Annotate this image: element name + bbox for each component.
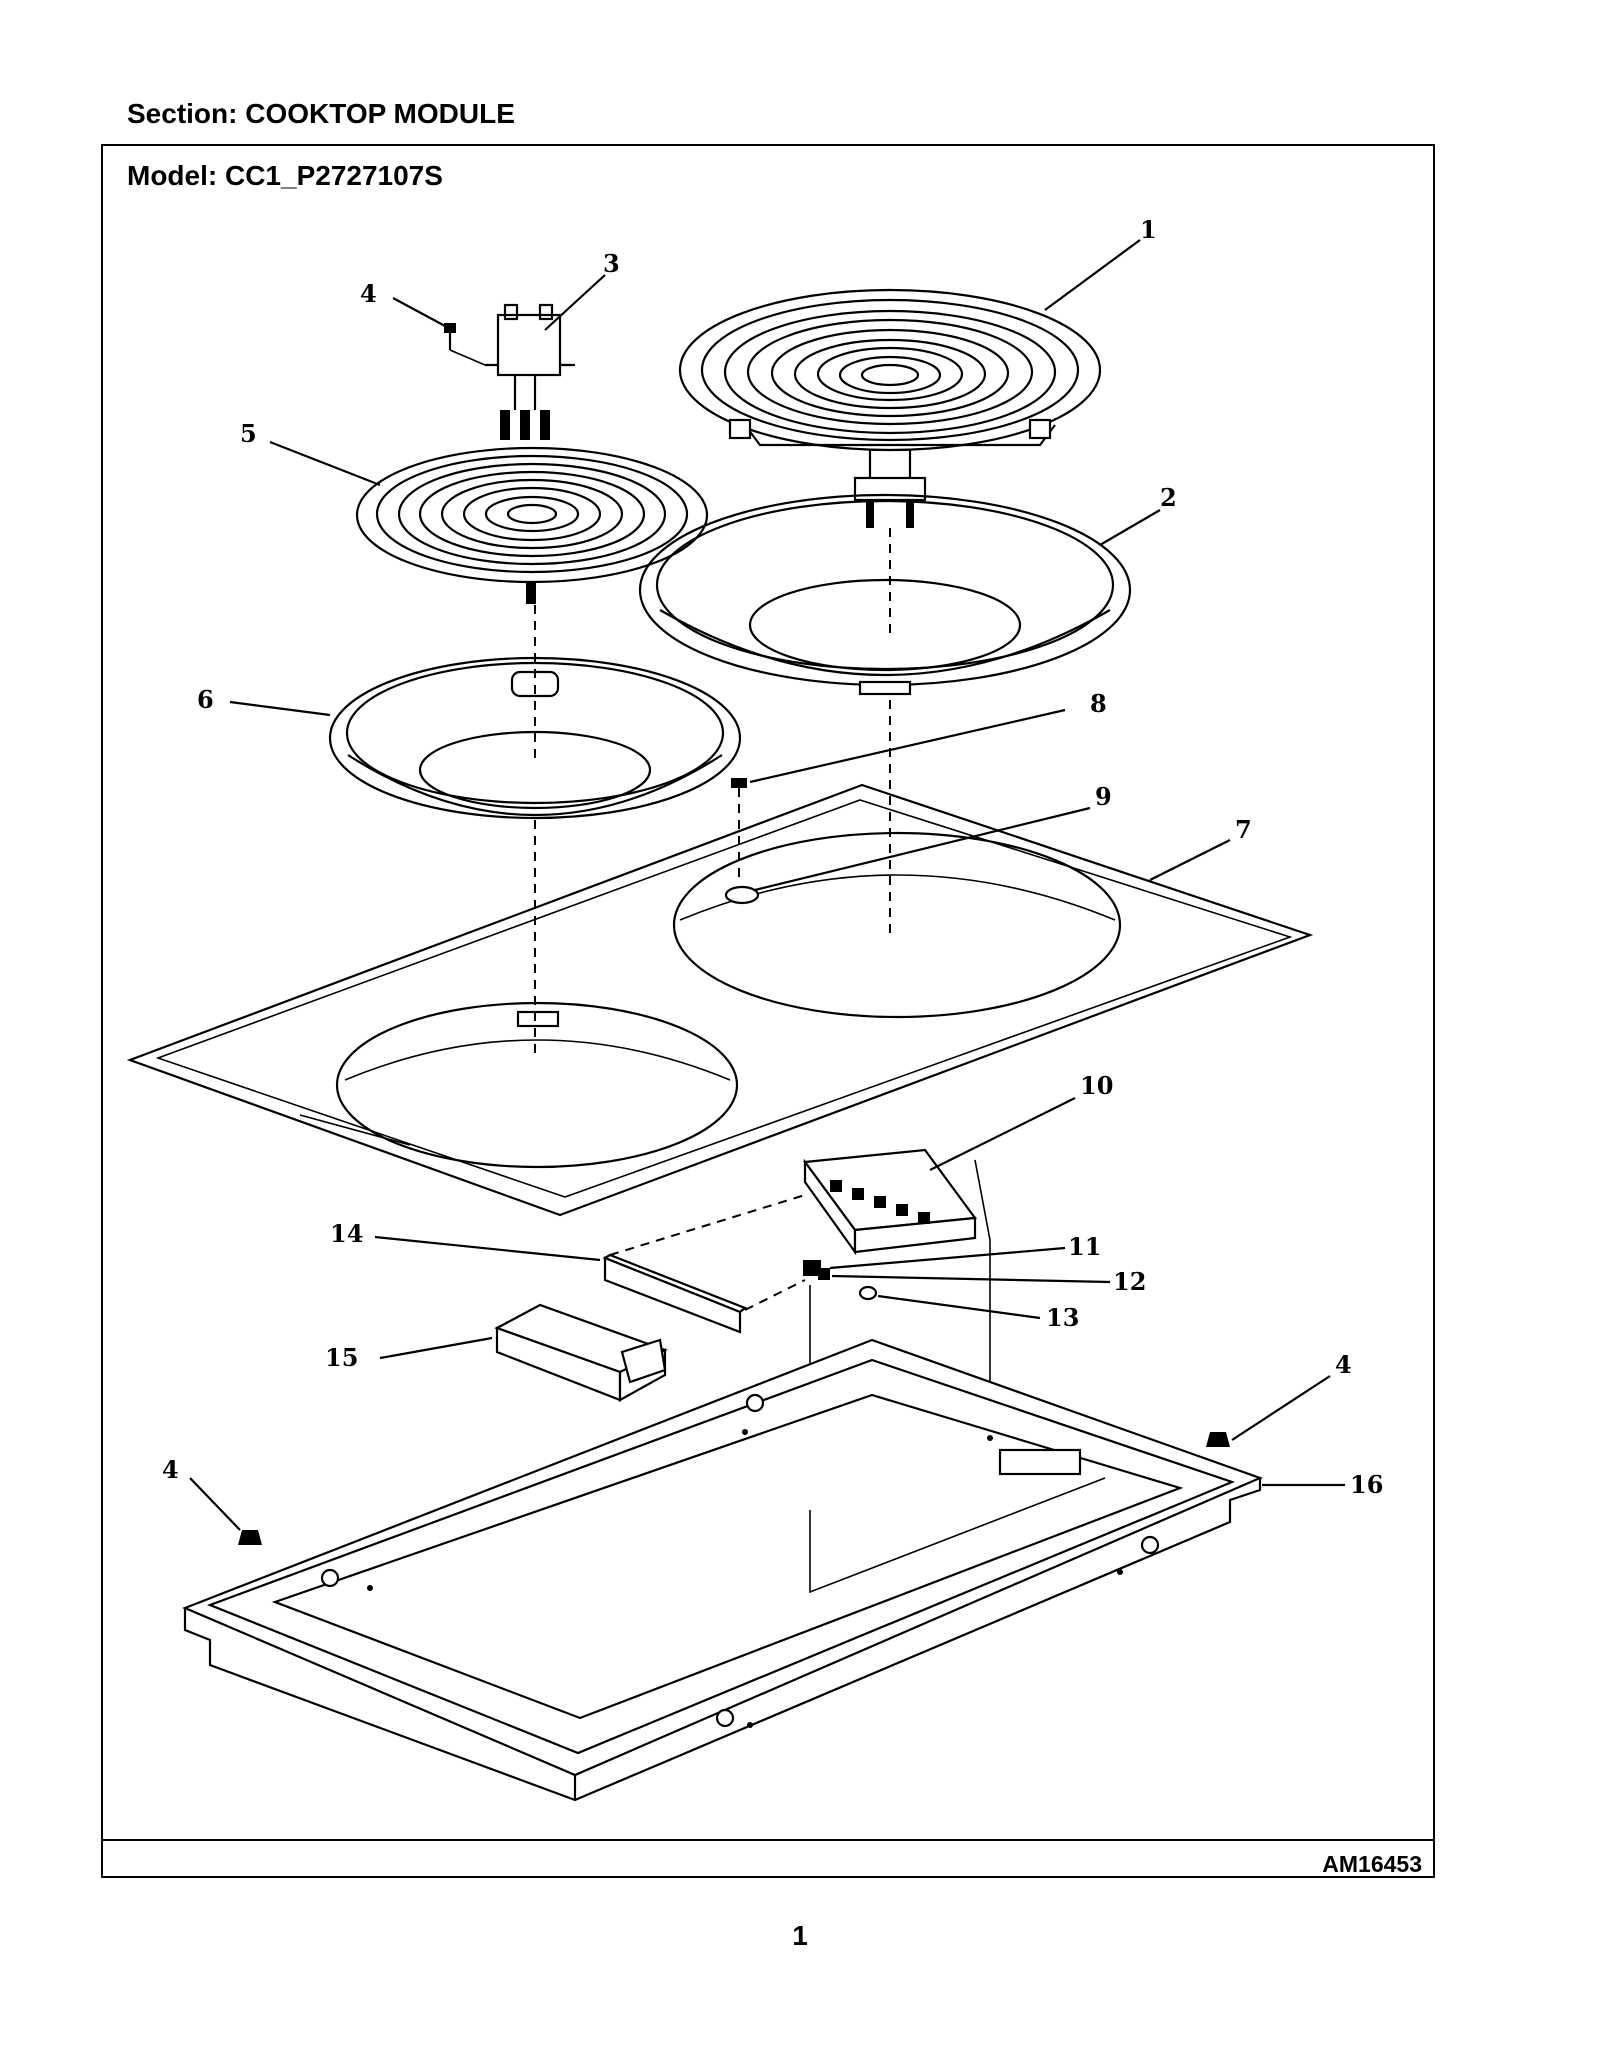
bracket-14 xyxy=(602,1194,806,1334)
callout-3: 3 xyxy=(603,249,620,278)
cooktop-frame xyxy=(126,783,1314,1217)
callout-12: 12 xyxy=(1113,1267,1146,1296)
small-surface-element xyxy=(355,446,709,604)
model-title: Model: CC1_P2727107S xyxy=(127,160,443,191)
callout-labels: 1 2 3 4 5 6 7 8 9 10 11 12 13 14 15 16 4… xyxy=(162,215,1383,1499)
screw-4-top xyxy=(444,323,486,366)
large-drip-bowl xyxy=(638,493,1132,696)
callout-13: 13 xyxy=(1046,1303,1079,1332)
clip-9 xyxy=(724,885,760,905)
callout-5: 5 xyxy=(240,419,257,448)
callout-4-top: 4 xyxy=(360,279,377,308)
callout-14: 14 xyxy=(330,1219,363,1248)
callout-1: 1 xyxy=(1140,215,1157,244)
callout-4-left: 4 xyxy=(162,1455,179,1484)
screw-4-left xyxy=(238,1530,262,1545)
callout-2: 2 xyxy=(1160,483,1177,512)
burner-box-16 xyxy=(182,1338,1263,1802)
figure-id: AM16453 xyxy=(1322,1851,1422,1877)
junction-box-15 xyxy=(494,1303,668,1402)
receptacle-bracket-10 xyxy=(802,1148,991,1450)
callout-4-right: 4 xyxy=(1335,1350,1352,1379)
callout-16: 16 xyxy=(1350,1470,1383,1499)
screw-8 xyxy=(731,778,747,880)
callout-11: 11 xyxy=(1068,1232,1101,1261)
callout-6: 6 xyxy=(197,685,214,714)
section-title: Section: COOKTOP MODULE xyxy=(127,98,515,129)
page-number: 1 xyxy=(792,1920,808,1951)
callout-9: 9 xyxy=(1095,782,1112,811)
screw-4-right xyxy=(1206,1432,1230,1447)
large-surface-element xyxy=(678,288,1102,528)
terminal-block xyxy=(485,303,575,440)
callout-10: 10 xyxy=(1080,1071,1113,1100)
callout-8: 8 xyxy=(1090,689,1107,718)
callout-7: 7 xyxy=(1235,815,1252,844)
drawing-frame xyxy=(101,144,1435,1878)
footer-divider xyxy=(101,1839,1435,1841)
callout-15: 15 xyxy=(325,1343,358,1372)
leader-lines xyxy=(189,239,1345,1531)
